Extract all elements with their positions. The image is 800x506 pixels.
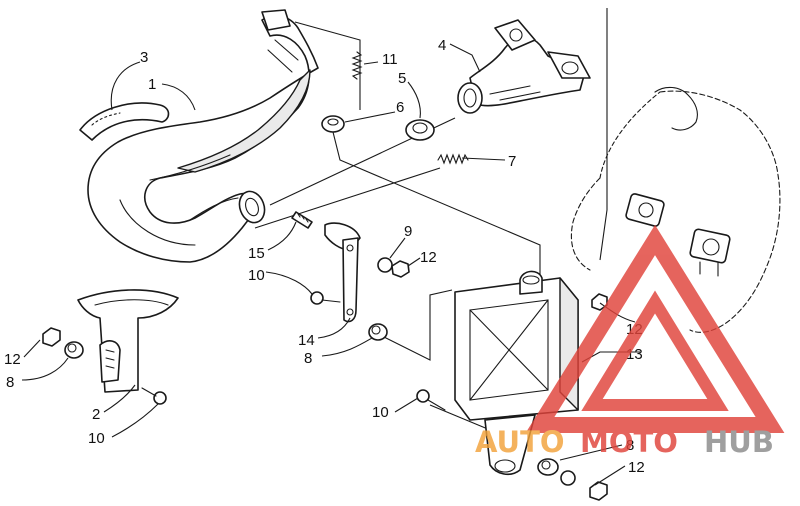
y-pipe-flange-upper (494, 19, 536, 51)
callout-6: 6 (396, 99, 404, 116)
chamber-highlight (177, 69, 311, 173)
callout-10-left: 10 (88, 430, 105, 447)
bolt-10-left (141, 387, 167, 405)
watermark-triangle-outer (525, 224, 785, 433)
callout-12-lower: 12 (628, 459, 645, 476)
watermark-triangle-inner (581, 290, 729, 411)
leader-lines (21, 43, 640, 486)
mount-bracket-14 (342, 237, 359, 323)
y-pipe-manifold (457, 19, 591, 114)
ref-line-spring-7 (254, 167, 441, 229)
chamber-outlet (238, 190, 266, 224)
bushing-8-left (64, 341, 84, 359)
callout-14: 14 (298, 332, 315, 349)
ref-line-bracket (379, 289, 453, 361)
spring-7 (437, 153, 469, 165)
callout-2: 2 (92, 406, 100, 423)
ref-line-spring-top (294, 21, 361, 110)
bolt-10-lower (416, 389, 446, 411)
muffler-outlet (484, 414, 536, 476)
gasket-5 (405, 119, 435, 141)
chamber-inlet-flange (261, 9, 291, 31)
callout-10-lower: 10 (372, 404, 389, 421)
bolt-10-upper (310, 291, 341, 305)
bushing-8-upper (368, 323, 388, 341)
callout-3: 3 (140, 49, 148, 66)
watermark-text-auto: AUTO (475, 425, 565, 459)
engine-top-boss (654, 86, 698, 131)
ref-line-bolt-10 (429, 404, 496, 433)
muffler-13 (454, 270, 579, 476)
y-pipe-flange-lower (547, 51, 591, 79)
lower-bracket-2 (77, 289, 179, 393)
callout-4: 4 (438, 37, 446, 54)
ref-line-right-vertical (599, 8, 608, 261)
watermark-text-hub: HUB (704, 425, 774, 459)
watermark-text-moto: MOTO (580, 425, 678, 459)
muffler-inlet (519, 270, 543, 295)
washer-lower (560, 470, 576, 486)
exhaust-port-lower (689, 228, 731, 277)
callout-5: 5 (398, 70, 406, 87)
nut-12-lower (589, 481, 608, 501)
bolt-15 (291, 211, 313, 229)
engine-crankcase-outline (570, 90, 781, 333)
callout-1: 1 (148, 76, 156, 93)
exhaust-port-upper (625, 193, 665, 227)
callout-7: 7 (508, 153, 516, 170)
callout-12-upper: 12 (420, 249, 437, 266)
expansion-chamber (87, 9, 319, 263)
callout-9: 9 (404, 223, 412, 240)
seal-6 (321, 115, 345, 133)
spring-11 (351, 51, 363, 80)
washer-9 (377, 257, 393, 273)
nut-12-upper (391, 260, 410, 278)
bracket-clip (99, 340, 121, 383)
callout-11: 11 (382, 51, 398, 68)
bushing-8-lower (537, 458, 559, 476)
engine-outline (570, 86, 781, 333)
callout-15: 15 (248, 245, 265, 262)
callout-10-upper: 10 (248, 267, 265, 284)
callout-8-upper: 8 (304, 350, 312, 367)
ref-line-muffler-top (329, 119, 541, 275)
callout-8-lower: 8 (626, 437, 634, 454)
callout-8-left: 8 (6, 374, 14, 391)
nut-12-left (42, 327, 61, 347)
callout-12-left: 12 (4, 351, 21, 368)
y-pipe-outlet (457, 82, 483, 114)
automotohub-watermark: AUTO MOTO HUB (475, 224, 785, 459)
